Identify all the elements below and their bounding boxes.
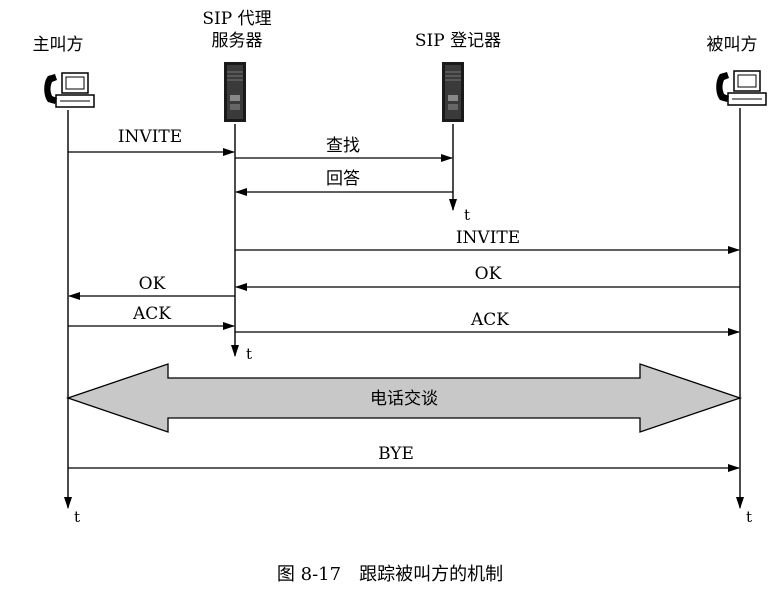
bye-label: BYE [378, 444, 414, 464]
callee-label: 被叫方 [707, 35, 758, 55]
invite-caller-proxy-label: INVITE [118, 127, 182, 147]
proxy-label-line1: SIP 代理 [202, 9, 271, 29]
telephone-computer-icon [716, 70, 767, 106]
time-label: t [246, 345, 252, 363]
reply-label: 回答 [326, 169, 360, 189]
time-label: t [746, 508, 752, 526]
ack-proxy-callee-label: ACK [470, 310, 509, 330]
proxy-label-line2: 服务器 [212, 31, 263, 51]
server-icon [224, 62, 246, 122]
lookup-label: 查找 [326, 136, 360, 156]
time-label: t [74, 508, 80, 526]
server-icon [442, 62, 464, 122]
telephone-computer-icon [44, 72, 95, 108]
conversation-double-arrow [65, 363, 743, 433]
ok-proxy-caller-label: OK [139, 274, 166, 294]
ack-caller-proxy-label: ACK [132, 304, 171, 324]
registrar-label: SIP 登记器 [415, 31, 501, 51]
conversation-label: 电话交谈 [370, 389, 438, 409]
figure-caption: 图 8-17 跟踪被叫方的机制 [277, 564, 503, 585]
invite-proxy-callee-label: INVITE [456, 228, 520, 248]
caller-label: 主叫方 [33, 35, 84, 55]
time-label: t [464, 206, 470, 224]
ok-callee-proxy-label: OK [475, 264, 502, 284]
